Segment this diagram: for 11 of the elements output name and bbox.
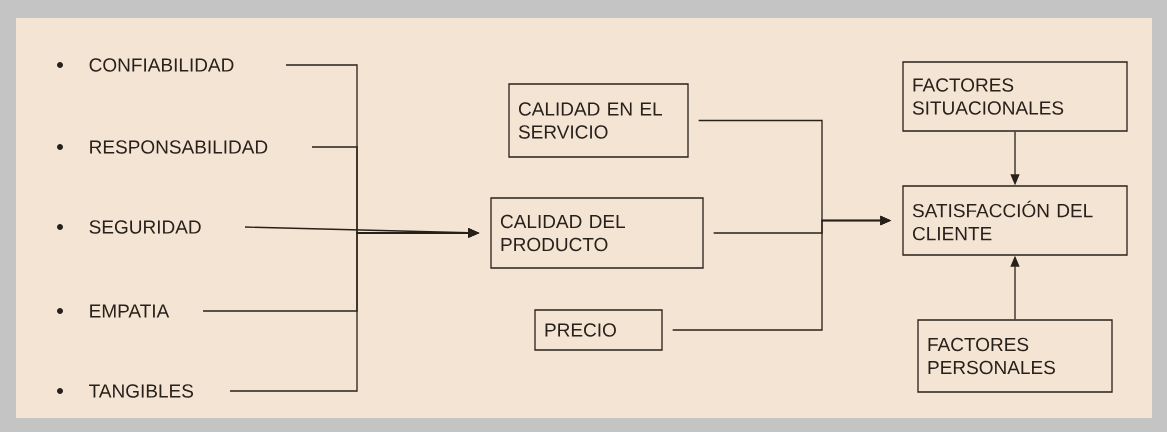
text-box: FACTORES PERSONALES xyxy=(917,319,1113,393)
list-item: EMPATIA xyxy=(90,304,170,318)
text-box: SATISFACCIÓN DEL CLIENTE xyxy=(902,185,1128,256)
list-item: TANGIBLES xyxy=(89,384,193,398)
list-item: RESPONSABILIDAD xyxy=(90,140,268,154)
text-box: CALIDAD DEL PRODUCTO xyxy=(490,197,704,269)
list-item: CONFIABILIDAD xyxy=(89,58,234,72)
text-box: CALIDAD EN EL SERVICIO xyxy=(508,83,689,158)
text-box: PRECIO xyxy=(534,309,663,351)
text-box: FACTORES SITUACIONALES xyxy=(902,61,1128,132)
list-item: SEGURIDAD xyxy=(89,220,201,234)
